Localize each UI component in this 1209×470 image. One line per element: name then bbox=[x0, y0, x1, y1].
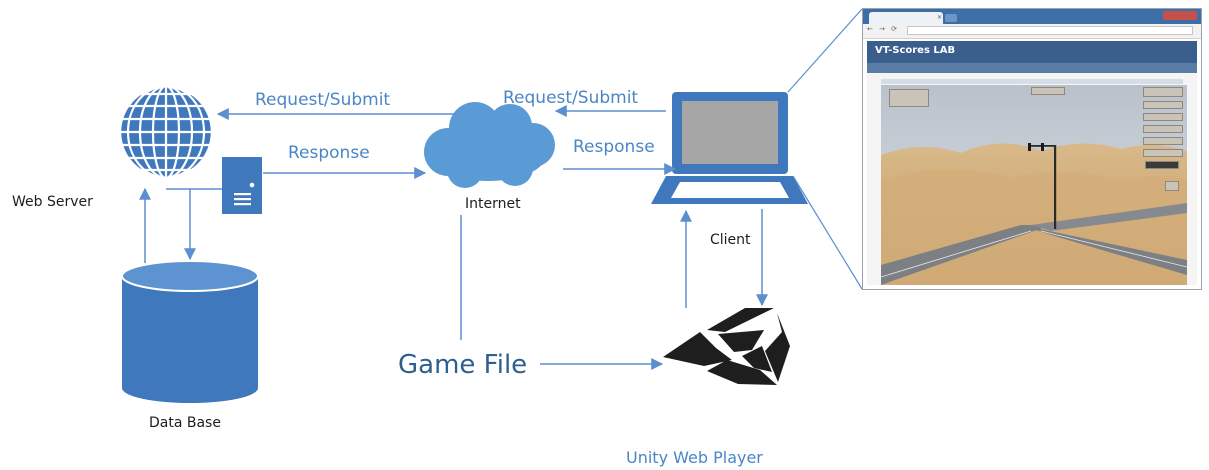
game-button bbox=[1143, 101, 1183, 109]
callout-line-bottom bbox=[792, 175, 863, 290]
close-tab-icon: ✕ bbox=[937, 14, 943, 21]
callout-line-top bbox=[787, 8, 863, 93]
game-button bbox=[1143, 113, 1183, 121]
unity-web-player-label: Unity Web Player bbox=[626, 448, 763, 467]
game-button bbox=[1031, 87, 1065, 95]
game-view bbox=[881, 85, 1187, 285]
page-title: VT-Scores LAB bbox=[875, 45, 956, 56]
web-server-label: Web Server bbox=[12, 194, 93, 210]
request-submit-label-server: Request/Submit bbox=[255, 90, 391, 110]
response-label-client: Response bbox=[573, 137, 655, 157]
game-button bbox=[889, 89, 929, 107]
laptop-icon bbox=[651, 92, 808, 204]
unity-logo-icon bbox=[663, 308, 790, 385]
web-page: VT-Scores LAB bbox=[867, 41, 1197, 285]
game-file-label: Game File bbox=[398, 350, 528, 380]
new-tab-button bbox=[945, 14, 957, 22]
internet-label: Internet bbox=[465, 196, 521, 212]
database-icon bbox=[121, 260, 259, 403]
game-button bbox=[1143, 149, 1183, 157]
address-bar bbox=[907, 26, 1193, 35]
game-button bbox=[1165, 181, 1179, 191]
globe-icon bbox=[118, 84, 214, 180]
game-button bbox=[1143, 137, 1183, 145]
client-label: Client bbox=[710, 232, 751, 248]
browser-screenshot: ✕ ← → ⟳ VT-Scores LAB bbox=[862, 8, 1202, 290]
browser-tab-strip: ✕ bbox=[863, 9, 1201, 24]
nav-buttons-icon: ← → ⟳ bbox=[867, 25, 900, 33]
database-label: Data Base bbox=[149, 415, 221, 431]
desert-scene bbox=[881, 85, 1187, 285]
browser-toolbar: ← → ⟳ bbox=[863, 24, 1201, 39]
game-status-bar bbox=[881, 79, 1183, 84]
game-button bbox=[1145, 161, 1179, 169]
request-submit-label-client: Request/Submit bbox=[503, 88, 639, 108]
server-icon bbox=[222, 157, 262, 214]
browser-tab: ✕ bbox=[869, 12, 943, 24]
window-controls bbox=[1163, 11, 1197, 20]
response-label-server: Response bbox=[288, 143, 370, 163]
page-header: VT-Scores LAB bbox=[867, 41, 1197, 63]
page-menu-bar bbox=[867, 63, 1197, 73]
cloud-icon bbox=[424, 102, 555, 188]
game-button bbox=[1143, 87, 1183, 97]
game-button bbox=[1143, 125, 1183, 133]
